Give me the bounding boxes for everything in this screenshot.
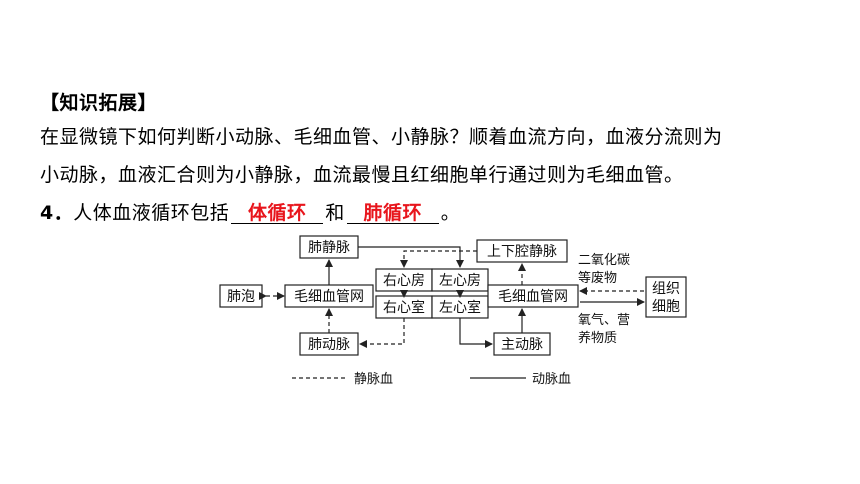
svg-text:右心房: 右心房 — [383, 273, 425, 289]
line-right-ventricle-to-pulmonary-artery — [359, 318, 405, 348]
box-pulmonary-vein: 肺静脉 — [299, 235, 359, 259]
box-vena-cava: 上下腔静脉 — [476, 239, 568, 263]
question-suffix: 。 — [440, 202, 461, 224]
box-tissue-cell: 组织 细胞 — [645, 276, 687, 318]
svg-text:毛细血管网: 毛细血管网 — [498, 289, 568, 305]
box-right-atrium: 右心房 — [375, 268, 433, 292]
label-co2-line1: 二氧化碳 — [578, 253, 630, 268]
question-4: 4．人体血液循环包括体循环和肺循环。 — [40, 198, 460, 225]
svg-text:肺泡: 肺泡 — [227, 289, 255, 305]
box-left-atrium: 左心房 — [431, 268, 489, 292]
label-o2-line1: 氧气、营 — [578, 312, 630, 328]
box-pulmonary-artery: 肺动脉 — [299, 332, 359, 356]
paragraph-line-2: 小动脉，血液汇合则为小静脉，血流最慢且红细胞单行通过则为毛细血管。 — [40, 164, 684, 186]
box-left-ventricle: 左心室 — [431, 295, 489, 319]
svg-text:肺动脉: 肺动脉 — [308, 337, 350, 353]
line-pulmonary-vein-to-left-atrium — [358, 246, 464, 268]
box-right-ventricle: 右心室 — [375, 295, 433, 319]
section-heading: 【知识拓展】 — [40, 92, 158, 114]
svg-text:上下腔静脉: 上下腔静脉 — [487, 244, 557, 260]
box-capillary-left: 毛细血管网 — [284, 284, 374, 308]
svg-text:右心室: 右心室 — [383, 299, 425, 316]
svg-text:细胞: 细胞 — [652, 299, 680, 315]
svg-text:组织: 组织 — [652, 281, 680, 297]
svg-text:左心房: 左心房 — [439, 273, 481, 289]
box-alveoli: 肺泡 — [219, 284, 263, 308]
svg-text:毛细血管网: 毛细血管网 — [294, 289, 364, 305]
box-capillary-right: 毛细血管网 — [487, 284, 579, 308]
question-connector: 和 — [325, 202, 345, 224]
legend-dashed-label: 静脉血 — [354, 372, 393, 387]
question-number: 4． — [40, 202, 74, 224]
answer-blank-1: 体循环 — [231, 203, 324, 224]
answer-blank-2: 肺循环 — [346, 203, 439, 224]
line-left-ventricle-to-aorta — [459, 318, 493, 348]
svg-text:主动脉: 主动脉 — [501, 337, 543, 353]
question-prefix: 人体血液循环包括 — [73, 202, 230, 224]
label-co2-line2: 等废物 — [578, 270, 617, 286]
line-vena-cava-to-right-atrium — [400, 250, 477, 268]
legend-solid-label: 动脉血 — [532, 372, 571, 387]
box-aorta: 主动脉 — [493, 332, 551, 356]
svg-text:肺静脉: 肺静脉 — [308, 240, 350, 256]
paragraph-line-1: 在显微镜下如何判断小动脉、毛细血管、小静脉？顺着血流方向，血液分流则为 — [40, 126, 723, 148]
label-o2-line2: 养物质 — [578, 330, 617, 346]
svg-text:左心室: 左心室 — [439, 299, 481, 316]
